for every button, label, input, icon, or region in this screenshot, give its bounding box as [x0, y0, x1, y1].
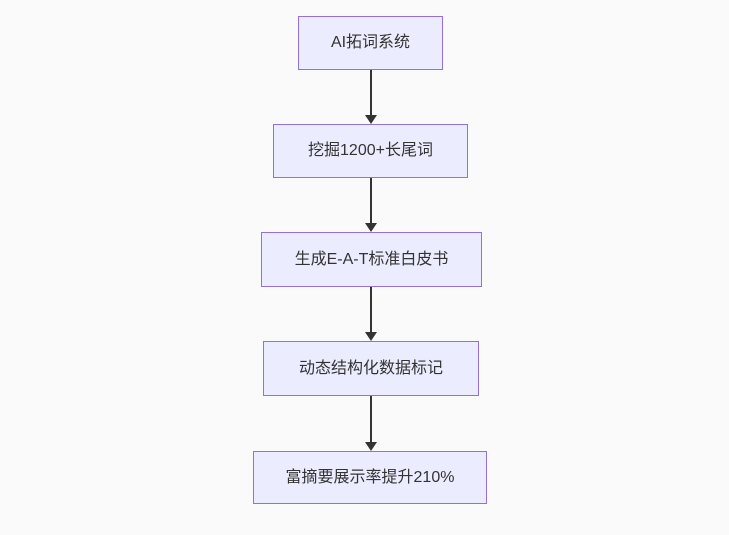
flow-arrow-4 [365, 396, 377, 451]
flowchart-node-ai-system: AI拓词系统 [298, 16, 443, 70]
node-label: 生成E-A-T标准白皮书 [294, 250, 449, 268]
arrow-head-icon [365, 115, 377, 124]
arrow-line [370, 70, 372, 115]
flowchart-node-structured-data: 动态结构化数据标记 [263, 341, 479, 396]
arrow-line [370, 287, 372, 332]
flowchart-node-longtail-mining: 挖掘1200+长尾词 [273, 124, 468, 178]
node-label: 动态结构化数据标记 [298, 359, 443, 377]
flowchart-node-eat-whitepaper: 生成E-A-T标准白皮书 [261, 232, 482, 287]
node-label: AI拓词系统 [330, 34, 411, 52]
node-label: 富摘要展示率提升210% [285, 468, 455, 486]
arrow-head-icon [365, 442, 377, 451]
flowchart-node-rich-snippet-result: 富摘要展示率提升210% [253, 451, 487, 504]
arrow-head-icon [365, 332, 377, 341]
node-label: 挖掘1200+长尾词 [308, 142, 433, 160]
arrow-line [370, 396, 372, 442]
flow-arrow-3 [365, 287, 377, 341]
flow-arrow-2 [365, 178, 377, 232]
flow-arrow-1 [365, 70, 377, 124]
arrow-head-icon [365, 223, 377, 232]
arrow-line [370, 178, 372, 223]
